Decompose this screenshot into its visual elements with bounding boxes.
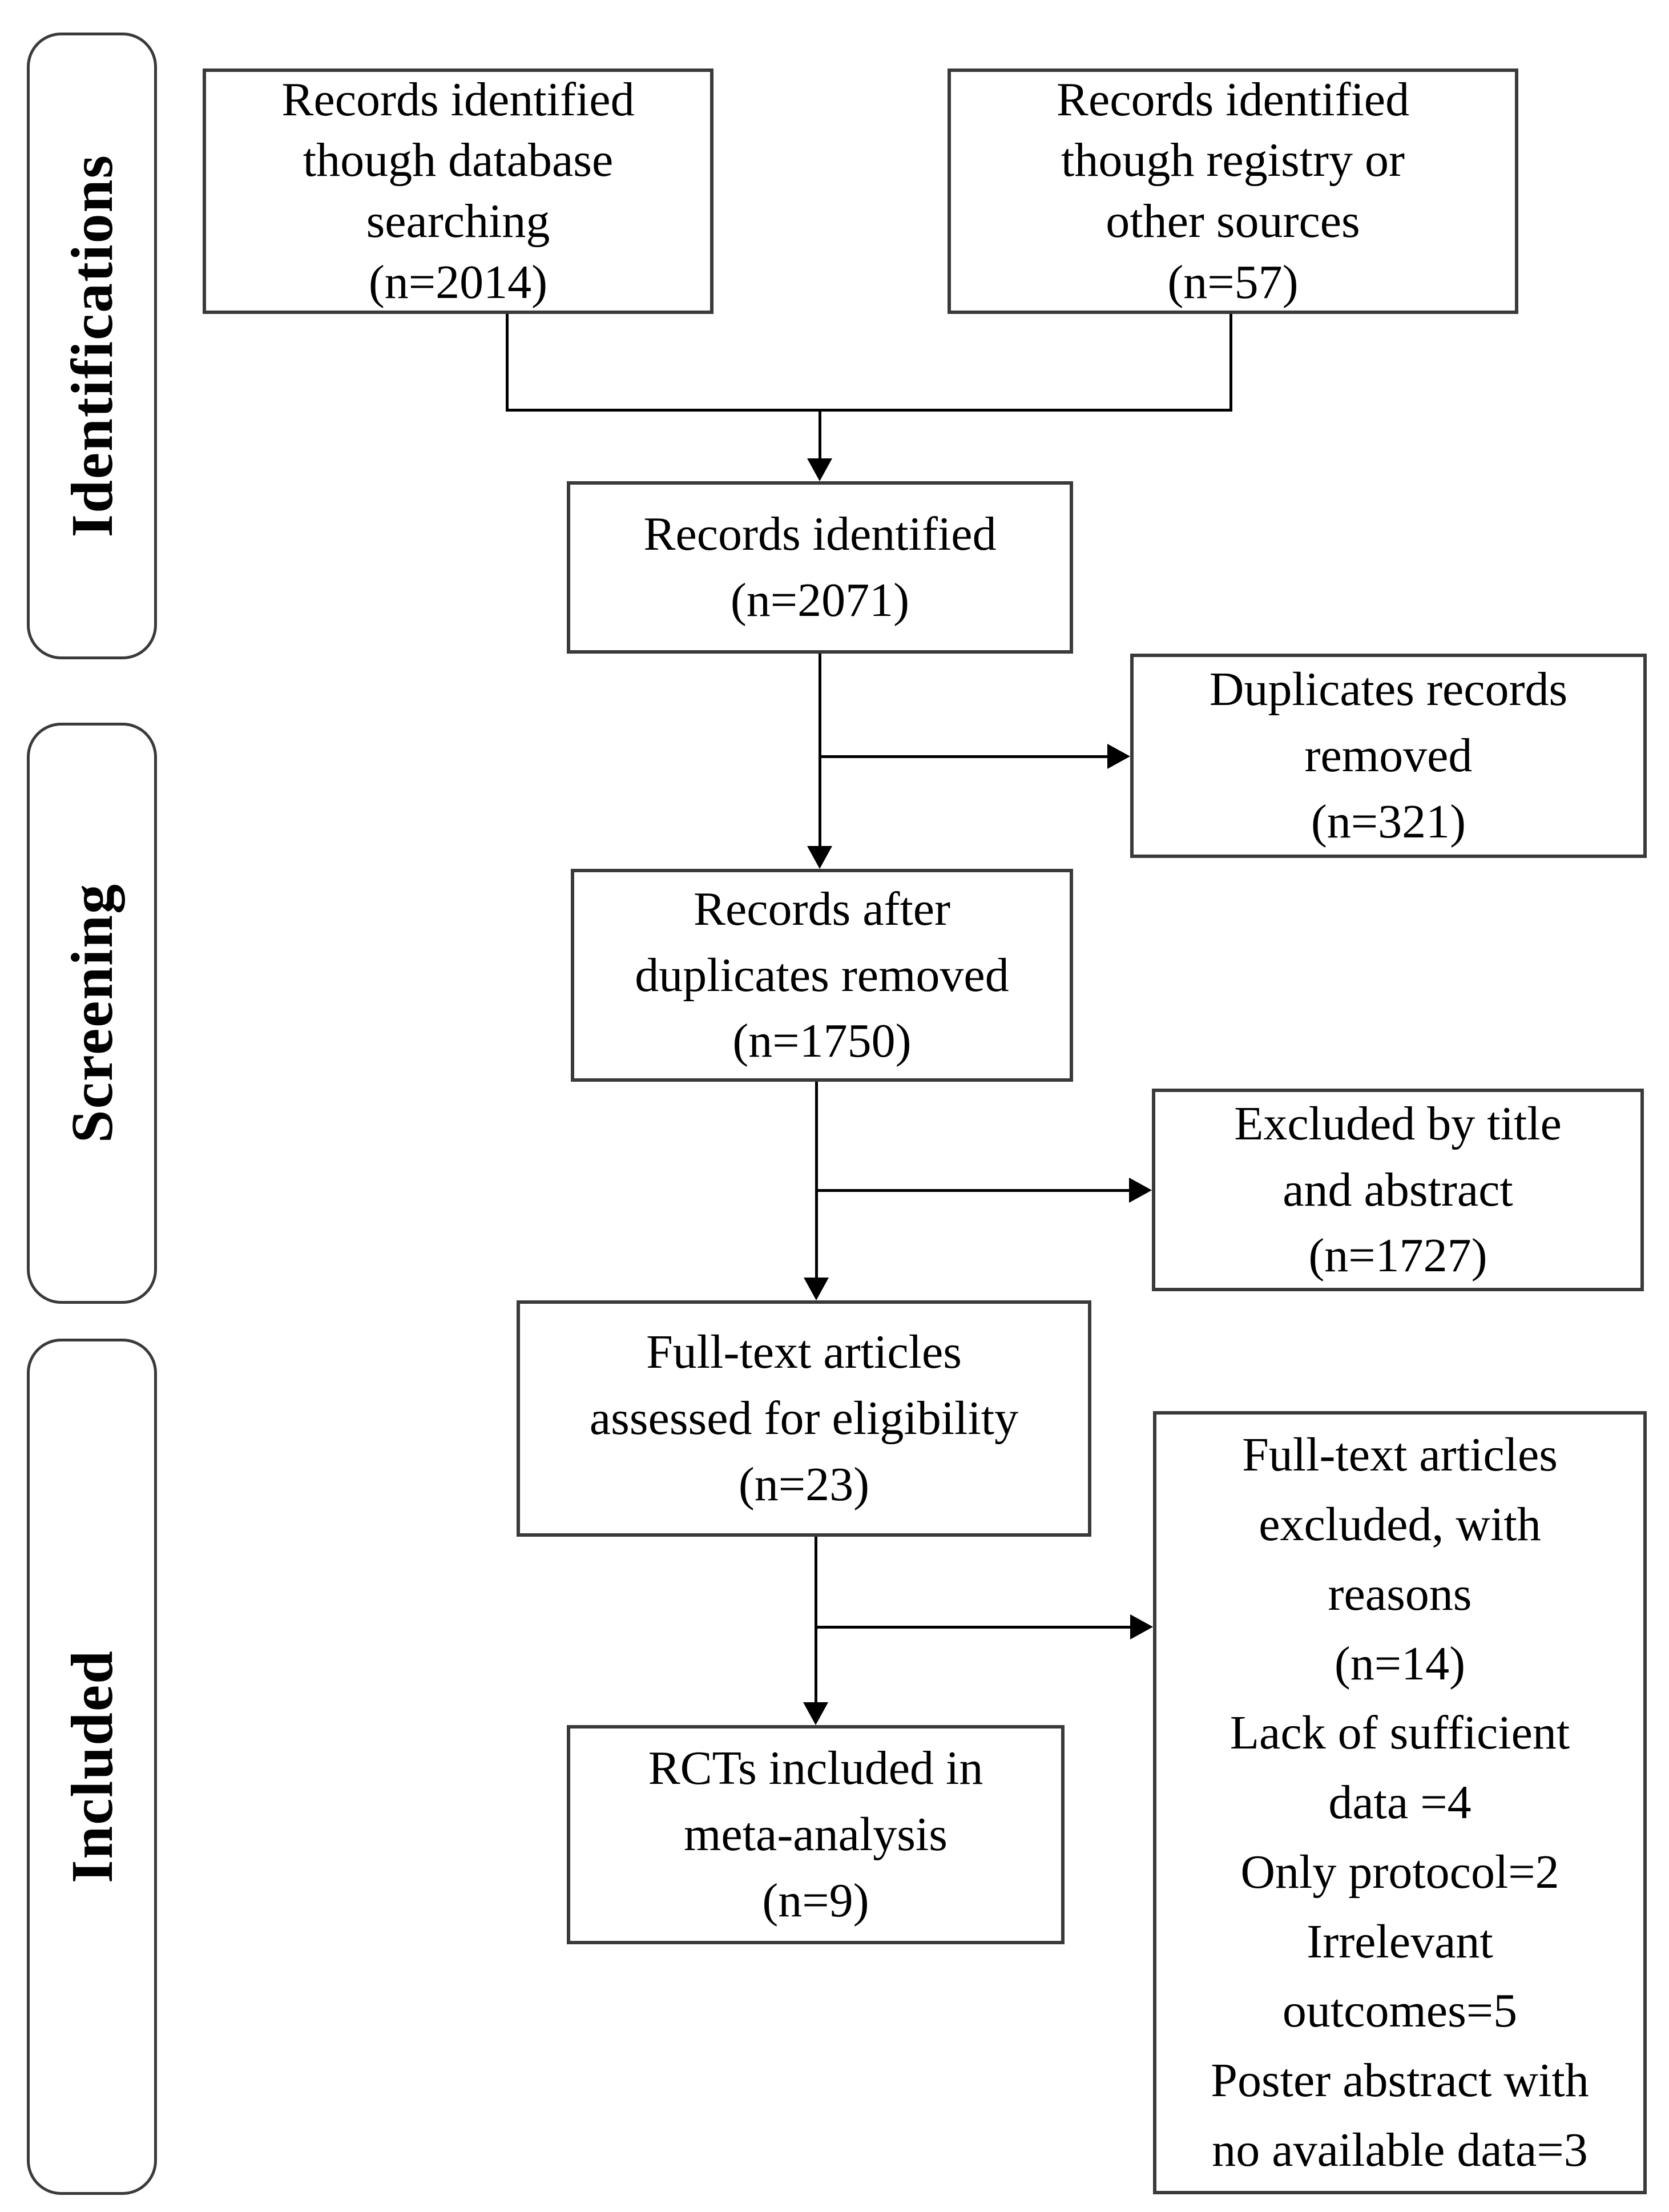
stage-label-identifications: Identifications [59, 154, 125, 538]
connector-merge-horizontal [506, 409, 1232, 412]
box-fulltext-assessed: Full-text articles assessed for eligibil… [517, 1300, 1091, 1537]
box-records-identified: Records identified (n=2071) [567, 481, 1073, 654]
stage-box-screening: Screening [27, 723, 157, 1304]
box-duplicates-removed: Duplicates records removed (n=321) [1130, 654, 1647, 858]
box-records-after-duplicates: Records after duplicates removed (n=1750… [571, 869, 1073, 1082]
connector-branch-title-abstract [816, 1189, 1129, 1192]
arrowhead-into-rcts-included [803, 1702, 828, 1725]
connector-branch-fulltext-excluded [816, 1626, 1130, 1629]
arrowhead-into-excluded-title-abstract [1129, 1178, 1152, 1203]
box-fulltext-excluded: Full-text articles excluded, with reason… [1153, 1411, 1647, 2194]
stage-box-included: Included [27, 1339, 157, 2195]
stage-label-screening: Screening [59, 883, 125, 1143]
box-rcts-included: RCTs included in meta-analysis (n=9) [567, 1725, 1065, 1944]
connector-fulltext-to-rcts [815, 1537, 817, 1704]
arrowhead-into-after-duplicates [807, 846, 832, 869]
stage-box-identifications: Identifications [27, 33, 157, 659]
connector-after-duplicates-to-fulltext [815, 1082, 818, 1279]
box-excluded-title-abstract: Excluded by title and abstract (n=1727) [1152, 1089, 1644, 1291]
connector-merge-down [819, 409, 821, 461]
connector-database-drop [506, 314, 509, 410]
arrowhead-into-records-identified [807, 458, 832, 481]
connector-identified-to-after-duplicates [819, 654, 821, 848]
stage-label-included: Included [59, 1650, 125, 1884]
box-records-database-search: Records identified though database searc… [203, 69, 713, 314]
box-records-registry-sources: Records identified though registry or ot… [948, 69, 1518, 314]
connector-registry-drop [1229, 314, 1232, 410]
arrowhead-into-fulltext-assessed [804, 1278, 829, 1300]
arrowhead-into-fulltext-excluded [1130, 1614, 1153, 1639]
arrowhead-into-duplicates-removed [1107, 744, 1130, 769]
connector-branch-duplicates [820, 755, 1109, 758]
